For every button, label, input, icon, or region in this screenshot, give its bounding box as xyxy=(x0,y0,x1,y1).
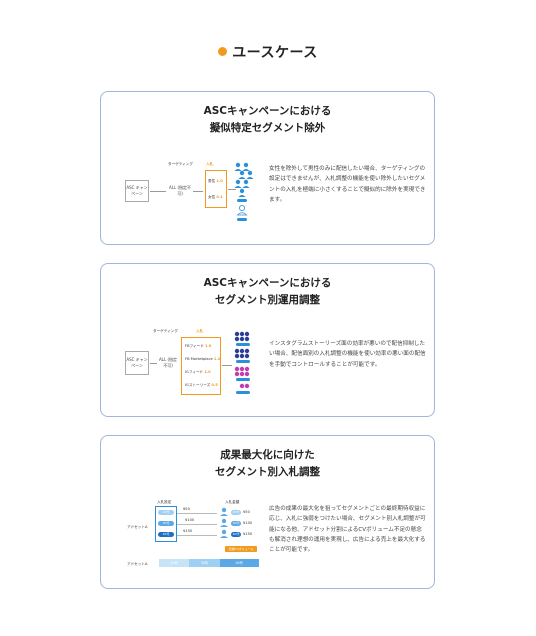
row-value: 0.5 xyxy=(211,383,218,387)
row-female: 女性 0.1 xyxy=(208,195,223,200)
diagram-exclusion: ターゲティング 入札 ASC キャンペーン ALL (指定不可) 男性 1.0 … xyxy=(123,162,263,232)
arrow xyxy=(177,535,217,536)
targeting-label: ターゲティング xyxy=(153,329,178,333)
age-text: 30代 xyxy=(162,521,170,525)
row-name: FBフィード xyxy=(185,344,204,348)
bid-amount-30s: ¥100 xyxy=(243,521,253,525)
row-value: 1.0 xyxy=(216,179,223,183)
page-title: ユースケース xyxy=(0,42,536,62)
bar-segment-40s: 40代 xyxy=(219,559,259,567)
row-value: 1.0 xyxy=(204,370,211,374)
person-icon-group xyxy=(220,507,228,538)
age-40s-tag: 40代 xyxy=(231,532,241,537)
card-title: 成果最大化に向けた セグメント別入札調整 xyxy=(101,447,434,481)
bid-label: 入札 xyxy=(196,329,204,333)
age-30s-tag: 30代 xyxy=(231,521,241,526)
usecase-card-3: 成果最大化に向けた セグメント別入札調整 入札設定 入札金額 アドセットA 20… xyxy=(100,435,435,589)
asc-campaign-box: ASC キャンペーン xyxy=(125,180,149,202)
age-text: 30代 xyxy=(232,521,240,525)
all-box: ALL (指定不可) xyxy=(167,178,193,204)
age-text: 20代 xyxy=(232,510,240,514)
people-icon-group xyxy=(234,162,254,221)
arrow xyxy=(222,365,232,366)
bar-segment-20s: 20代 xyxy=(159,559,190,567)
card-title-line1: ASCキャンペーンにおける xyxy=(203,277,332,289)
age-text: 40代 xyxy=(232,532,240,536)
arrow xyxy=(193,191,203,192)
age-30s-chip: 30代 xyxy=(158,521,174,526)
row-ig-feed: IGフィード 1.0 xyxy=(185,370,211,375)
card-title-line2: セグメント別運用調整 xyxy=(215,294,320,306)
card-title: ASCキャンペーンにおける セグメント別運用調整 xyxy=(101,275,434,309)
adset-a-bar-label: アドセットA xyxy=(127,562,148,566)
card-title-line1: 成果最大化に向けた xyxy=(220,449,315,461)
adset-a-label: アドセットA xyxy=(127,525,148,529)
bid-box: 男性 1.0 女性 0.1 xyxy=(205,170,227,208)
bid-yen-20s: ¥50 xyxy=(183,507,190,511)
all-text: ALL (指定不可) xyxy=(158,357,178,368)
arrow xyxy=(177,513,217,514)
diagram-placement: ターゲティング 入札 ASC キャンペーン ALL (指定不可) FBフィード … xyxy=(123,329,263,409)
bid-amount-40s: ¥150 xyxy=(243,532,253,536)
age-20s-chip: 20代 xyxy=(158,510,174,515)
usecase-card-1: ASCキャンペーンにおける 擬似特定セグメント除外 ターゲティング 入札 ASC… xyxy=(100,91,435,245)
asc-campaign-text: ASC キャンペーン xyxy=(126,185,148,196)
placement-dots-group xyxy=(234,331,250,394)
bid-amount-label: 入札金額 xyxy=(225,500,240,504)
asc-campaign-text: ASC キャンペーン xyxy=(126,357,148,368)
card-description: インスタグラムストーリーズ面の効率が悪いので配信抑制したい場合、配信面別の入札調… xyxy=(269,341,426,368)
age-volume-bar: 20代 30代 40代 xyxy=(159,559,259,567)
card-title: ASCキャンペーンにおける 擬似特定セグメント除外 xyxy=(101,103,434,137)
arrow xyxy=(177,524,217,525)
cv-volume-tag: 高額CVボリューム xyxy=(225,546,257,552)
card-description: 女性を除外して男性のみに配信したい場合、ターゲティングの設定はできませんが、入札… xyxy=(269,166,426,203)
bar-segment-30s: 30代 xyxy=(189,559,220,567)
bid-yen-40s: ¥150 xyxy=(183,529,193,533)
row-name: FB Marketplace xyxy=(185,357,213,361)
row-male: 男性 1.0 xyxy=(208,179,223,184)
usecase-card-2: ASCキャンペーンにおける セグメント別運用調整 ターゲティング 入札 ASC … xyxy=(100,263,435,417)
row-name: IGストーリーズ xyxy=(185,383,211,387)
row-name: IGフィード xyxy=(185,370,204,374)
bid-box: FBフィード 1.0 FB Marketplace 1.2 IGフィード 1.0… xyxy=(181,337,221,395)
bid-yen-30s: ¥100 xyxy=(185,518,195,522)
cv-volume-text: 高額CVボリューム xyxy=(228,547,254,551)
asc-campaign-box: ASC キャンペーン xyxy=(125,351,149,375)
all-text: ALL (指定不可) xyxy=(168,185,192,196)
bid-setting-label: 入札設定 xyxy=(157,500,172,504)
row-value: 0.1 xyxy=(216,195,223,199)
age-text: 40代 xyxy=(162,532,170,536)
row-fb-feed: FBフィード 1.0 xyxy=(185,344,211,349)
row-ig-stories: IGストーリーズ 0.5 xyxy=(185,383,218,388)
age-text: 20代 xyxy=(162,510,170,514)
card-description: 広告の成果の最大化を狙ってセグメントごとの最終期待収益に応じ、入札に強弱をつけた… xyxy=(269,506,426,554)
age-20s-tag: 20代 xyxy=(231,510,241,515)
arrow xyxy=(228,189,236,190)
row-value: 1.2 xyxy=(213,357,221,361)
card-title-line2: 擬似特定セグメント除外 xyxy=(209,122,326,134)
page-title-text: ユースケース xyxy=(232,45,318,61)
bid-label: 入札 xyxy=(206,162,214,166)
row-name: 男性 xyxy=(208,179,216,183)
arrow xyxy=(150,363,158,364)
row-fb-marketplace: FB Marketplace 1.2 xyxy=(185,357,220,361)
bid-amount-20s: ¥50 xyxy=(243,510,250,514)
arrow xyxy=(150,191,166,192)
targeting-label: ターゲティング xyxy=(168,162,193,166)
diagram-bid-adjust: 入札設定 入札金額 アドセットA 20代 30代 40代 ¥50 ¥100 ¥1… xyxy=(123,500,263,585)
age-40s-chip: 40代 xyxy=(158,532,174,537)
all-box: ALL (指定不可) xyxy=(157,349,179,377)
card-title-line2: セグメント別入札調整 xyxy=(215,466,320,478)
bullet-dot-icon xyxy=(218,47,228,56)
card-title-line1: ASCキャンペーンにおける xyxy=(203,105,332,117)
row-name: 女性 xyxy=(208,195,216,199)
row-value: 1.0 xyxy=(205,344,212,348)
